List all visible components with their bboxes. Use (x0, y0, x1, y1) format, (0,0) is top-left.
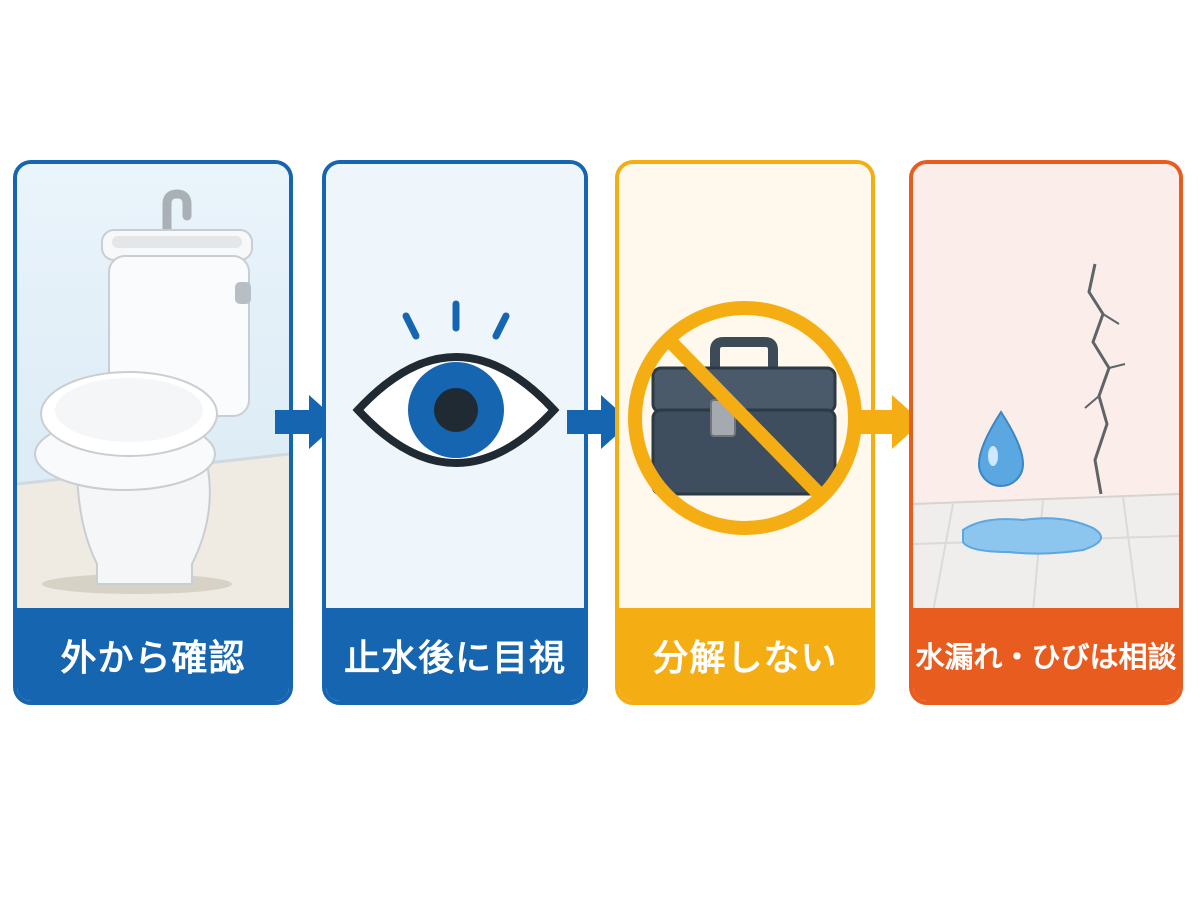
toilet-icon (17, 164, 289, 612)
water-leak-crack-icon (913, 164, 1179, 612)
step-label: 外から確認 (17, 608, 289, 701)
water-leak-illustration (913, 164, 1179, 612)
step-label: 水漏れ・ひびは相談 (913, 608, 1179, 701)
eye-icon (326, 164, 584, 612)
no-toolbox-icon (619, 164, 871, 612)
toilet-illustration (17, 164, 289, 612)
step-card-visual-check: 止水後に目視 (322, 160, 588, 705)
step-label: 分解しない (619, 608, 871, 701)
arrow-right-icon (858, 395, 922, 449)
step-card-consult-leak-crack: 水漏れ・ひびは相談 (909, 160, 1183, 705)
step-card-check-outside: 外から確認 (13, 160, 293, 705)
step-card-no-disassembly: 分解しない (615, 160, 875, 705)
eye-illustration (326, 164, 584, 612)
step-label: 止水後に目視 (326, 608, 584, 701)
no-toolbox-illustration (619, 164, 871, 612)
